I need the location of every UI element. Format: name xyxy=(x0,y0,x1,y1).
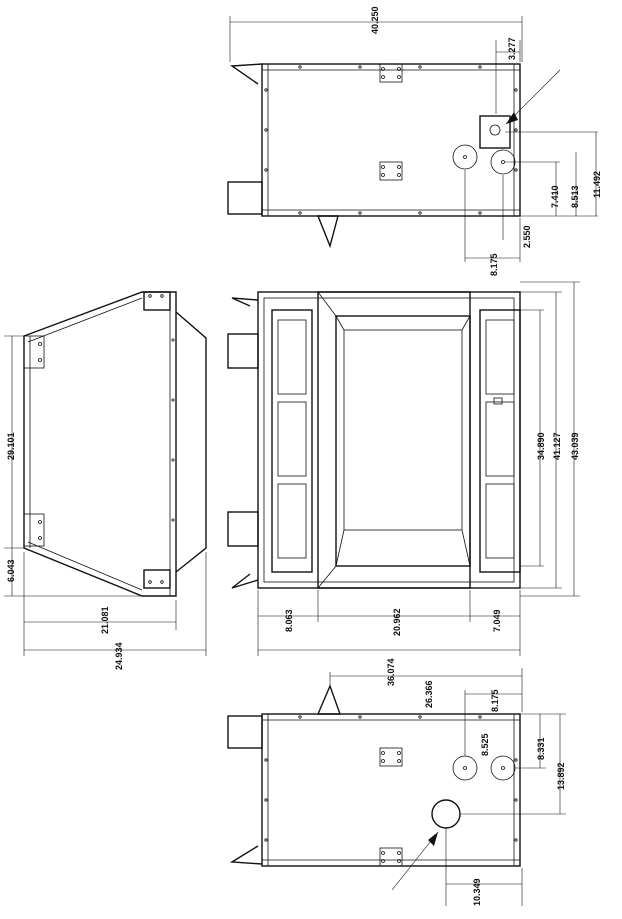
bottom-large-hole xyxy=(431,799,461,829)
dim-front-20962: 20.962 xyxy=(392,608,402,636)
dim-side-21081: 21.081 xyxy=(100,606,110,634)
top-view: 40.250 3.277 7.410 8.513 11.492 2.550 8.… xyxy=(227,6,602,276)
bottom-view-flue-collar xyxy=(227,715,263,749)
top-view-flue-collar xyxy=(227,181,263,215)
top-hole-left xyxy=(452,144,478,170)
dim-front-43039: 43.039 xyxy=(570,432,580,460)
dim-bottom-8331: 8.331 xyxy=(536,737,546,760)
dim-front-41127: 41.127 xyxy=(552,432,562,460)
bottom-view-left-bracket xyxy=(229,845,263,865)
bottom-view-hanger-top xyxy=(379,747,403,767)
side-view-bracket-top xyxy=(143,291,171,311)
top-view-left-bracket xyxy=(229,63,263,85)
top-view-hanger-top xyxy=(379,63,403,83)
firebox-back xyxy=(335,315,471,567)
dim-front-7049: 7.049 xyxy=(492,609,502,632)
side-view: 29.101 6.043 21.081 24.934 xyxy=(4,291,207,670)
side-view-hanger-top xyxy=(23,335,45,369)
dim-bottom-8525: 8.525 xyxy=(480,733,490,756)
side-view-body xyxy=(23,291,177,597)
side-view-hanger-bottom xyxy=(23,513,45,547)
dim-top-7410: 7.410 xyxy=(550,185,560,208)
dim-side-29101: 29.101 xyxy=(6,432,16,460)
firebox-panel xyxy=(343,329,463,531)
dim-side-24934: 24.934 xyxy=(114,642,124,670)
top-view-outline xyxy=(261,63,521,217)
bottom-view-hanger-bottom xyxy=(379,847,403,867)
dim-top-overall-width: 40.250 xyxy=(370,6,380,34)
bottom-view-tab xyxy=(316,684,341,715)
front-view: 34.890 41.127 43.039 8.063 20.962 7.049 … xyxy=(227,281,580,686)
dim-front-36074: 36.074 xyxy=(386,658,396,686)
front-view-outline xyxy=(257,291,521,589)
front-view-left-tab-top xyxy=(231,297,259,307)
dim-top-3277: 3.277 xyxy=(507,37,517,60)
dim-side-6043: 6.043 xyxy=(6,559,16,582)
front-view-collar-bottom xyxy=(227,511,259,547)
side-view-bracket-bottom xyxy=(143,569,171,589)
front-view-left-tab-bottom xyxy=(231,573,259,589)
side-view-hood xyxy=(175,311,207,573)
bottom-hole-right xyxy=(490,755,516,781)
dim-bottom-26366: 26.366 xyxy=(424,680,434,708)
dim-bottom-13892: 13.892 xyxy=(556,762,566,790)
dim-bottom-10349: 10.349 xyxy=(472,878,482,906)
top-view-hanger-bottom xyxy=(379,161,403,181)
dim-front-34890: 34.890 xyxy=(536,432,546,460)
dim-top-8175: 8.175 xyxy=(489,253,499,276)
louver-right xyxy=(479,309,521,573)
louver-left xyxy=(271,309,313,573)
dim-top-2550: 2.550 xyxy=(522,225,532,248)
dim-top-11492: 11.492 xyxy=(592,171,602,198)
bottom-hole-left xyxy=(452,755,478,781)
front-view-collar-top xyxy=(227,333,259,369)
top-view-tab xyxy=(316,215,339,249)
bottom-view: 26.366 8.175 8.525 8.331 13.892 10.349 xyxy=(227,668,566,906)
dim-top-8513: 8.513 xyxy=(570,185,580,208)
dim-bottom-8175: 8.175 xyxy=(490,689,500,712)
dim-front-8063: 8.063 xyxy=(284,609,294,632)
